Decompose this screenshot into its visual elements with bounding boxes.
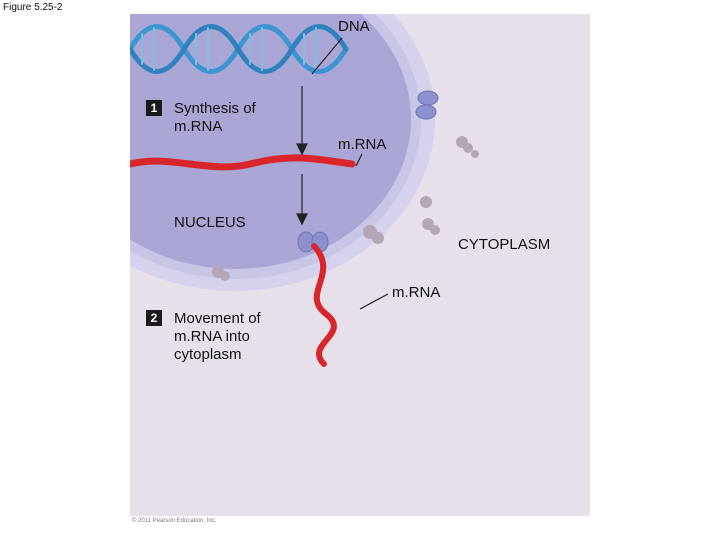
cytoplasm-label: CYTOPLASM (458, 236, 551, 253)
cell-illustration (130, 14, 479, 367)
step-2-text: Movement of m.RNA into cytoplasm (174, 310, 261, 364)
arrow-movement (296, 174, 308, 226)
mrna-nucleus-label: m.RNA (338, 136, 387, 153)
mrna-strand-nucleus (130, 154, 356, 171)
mrna-strand-cytoplasm (311, 243, 337, 367)
mrna-cytoplasm-label: m.RNA (392, 284, 441, 301)
leader-lines (311, 37, 389, 310)
step-2-line-2: m.RNA into (174, 328, 250, 345)
step-2-line-3: cytoplasm (174, 346, 242, 363)
step-1-line-1: Synthesis of (174, 100, 256, 117)
nuclear-pore-top (415, 90, 439, 120)
nucleus-label: NUCLEUS (174, 214, 246, 231)
dna-helix (130, 24, 349, 74)
arrow-synthesis (296, 86, 308, 156)
step-1-line-2: m.RNA (174, 118, 223, 135)
step-2-badge: 2 (146, 310, 162, 326)
step-1-badge: 1 (146, 100, 162, 116)
cell-diagram: DNA m.RNA NUCLEUS CYTOPLASM m.RNA 1 Synt… (130, 14, 590, 516)
step-2-line-1: Movement of (174, 310, 261, 327)
nucleus (130, 14, 411, 269)
dna-label: DNA (338, 18, 370, 35)
copyright-text: © 2011 Pearson Education, Inc. (132, 518, 217, 524)
figure-label: Figure 5.25-2 (3, 2, 63, 13)
ribosome-clusters (212, 136, 479, 281)
step-1-text: Synthesis of m.RNA (174, 100, 256, 136)
